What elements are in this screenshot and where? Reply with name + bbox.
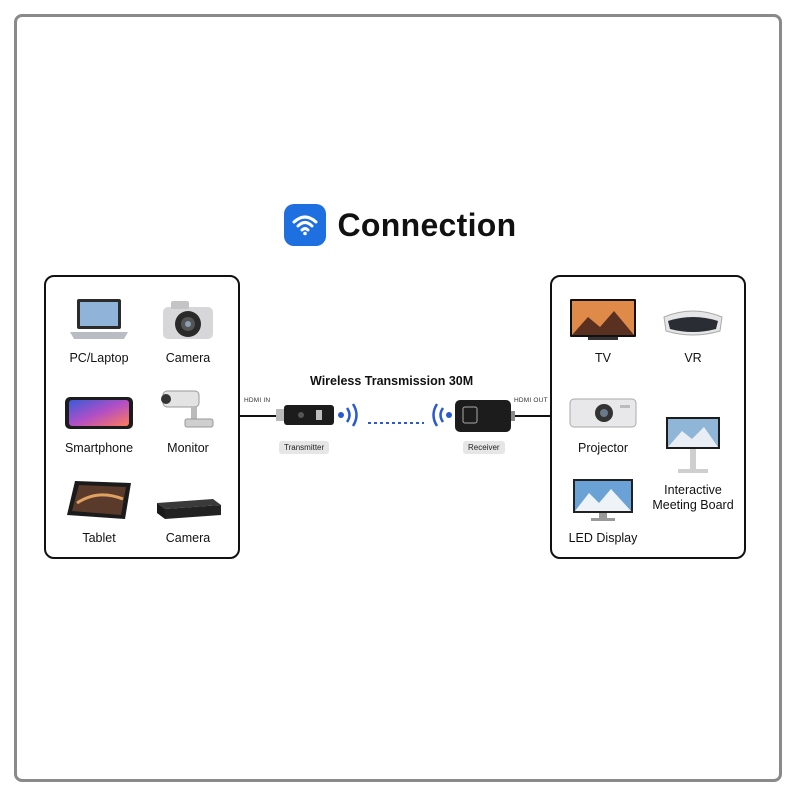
hdmi-out-cable: [515, 415, 551, 417]
outer-frame: [14, 14, 782, 782]
transmitter-label: Transmitter: [279, 441, 330, 454]
camera-icon: [143, 293, 233, 343]
hdmi-in-cable: [240, 415, 278, 417]
header: Connection: [0, 200, 800, 250]
display-device: LED Display: [558, 473, 648, 546]
tablet-icon: [54, 473, 144, 523]
led-display-icon: [558, 473, 648, 523]
source-devices-panel: PC/Laptop Camera Smartphone: [44, 275, 240, 559]
page-title: Connection: [337, 206, 517, 243]
display-device: TV: [558, 293, 648, 366]
display-device: VR: [648, 293, 738, 366]
cctv-icon: [143, 383, 233, 433]
display-device: Projector: [558, 383, 648, 456]
laptop-icon: [54, 293, 144, 343]
transmitter-device-icon: [276, 403, 334, 432]
signal-out-icon: [336, 400, 364, 435]
tv-icon: [558, 293, 648, 343]
vr-headset-icon: [648, 293, 738, 343]
display-devices-panel: TV VR Projector: [550, 275, 746, 559]
media-box-icon: [143, 473, 233, 523]
source-device: Camera: [143, 473, 233, 546]
source-device: Tablet: [54, 473, 144, 546]
receiver-device-icon: [455, 398, 515, 439]
signal-in-icon: [426, 400, 454, 435]
display-device: Interactive Meeting Board: [648, 415, 738, 513]
source-device: Camera: [143, 293, 233, 366]
wireless-signal-dots: [368, 413, 424, 431]
smartphone-icon: [54, 383, 144, 433]
source-device: PC/Laptop: [54, 293, 144, 366]
receiver-label: Receiver: [463, 441, 505, 454]
source-device: Smartphone: [54, 383, 144, 456]
hdmi-in-label: HDMI IN: [244, 397, 271, 404]
source-device: Monitor: [143, 383, 233, 456]
wifi-icon: [283, 204, 326, 246]
projector-icon: [558, 383, 648, 433]
wireless-transmission-title: Wireless Transmission 30M: [310, 374, 474, 388]
hdmi-out-label: HDMI OUT: [514, 397, 548, 404]
meeting-board-icon: [648, 415, 738, 477]
